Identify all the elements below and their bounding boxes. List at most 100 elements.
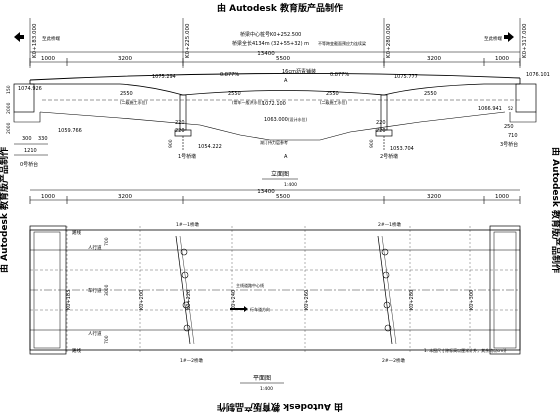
plan-pier-1 [175, 235, 191, 345]
deck-left-elev: 1074.926 [18, 86, 42, 92]
elev-total-span: 13400 [257, 51, 275, 57]
lane-label-2: 车行道 [88, 287, 102, 294]
right-dim-2: 710 [508, 133, 518, 139]
sec-mark-top: A [284, 78, 288, 84]
pier-top-2: 2#—1桥墩 [378, 221, 401, 228]
side-dim-52: 52 [508, 106, 514, 111]
plan-stake-4: K0+240 [231, 290, 237, 310]
pier-pile-8 [384, 324, 392, 332]
stake-end: K0+317.000 [522, 23, 528, 58]
plan-abutment-right [489, 225, 521, 355]
sec-mark-bottom: A [284, 154, 288, 160]
elev-dim-2: 3200 [118, 56, 132, 62]
pier-pile-5 [381, 248, 389, 256]
slope-right: 0.877% [330, 72, 349, 78]
pier-pile-7 [383, 301, 391, 309]
bridge-spec: 桥梁全长4134m (32+55+32) m [232, 40, 309, 47]
pier-pile-3 [182, 301, 190, 309]
foundation-left: 1054.222 [198, 144, 222, 150]
pier-label-2: 2号桥墩 [380, 153, 398, 160]
plan-stake-3: K0+220 [186, 290, 192, 310]
pier-bottom-2: 2#—2桥墩 [382, 357, 405, 364]
left-dim-2: 330 [38, 136, 48, 142]
pier-height-1: 220 [175, 120, 185, 126]
mid-label-3: (二级施工水位) [320, 99, 348, 105]
plan-centerline-label: 主线道路中心线 [236, 282, 264, 288]
deck-right-elev: 1076.101 [526, 72, 550, 78]
center-chainage: 桥梁中心桩号K0+252.500 [240, 31, 301, 38]
pier-width-1: 220 [175, 128, 185, 134]
watermark-top: 由 Autodesk 教育版产品制作 [217, 2, 343, 14]
foundation-mid: 湖汀持力层参考 [260, 139, 288, 145]
plan-side-dim-2: 3000 [104, 284, 110, 296]
left-side-dim-2: 2000 [6, 102, 12, 114]
plan-dim-4: 3200 [427, 194, 441, 200]
plan-side-dim-1: 700 [104, 237, 110, 246]
plan-dim-3: 5500 [276, 194, 290, 200]
plan-pier-2 [377, 235, 393, 345]
elevation-title: 立面图 [271, 170, 289, 178]
pier-pile-4 [183, 324, 191, 332]
left-side-dim-3: 2000 [6, 122, 12, 134]
deck-bottom [30, 83, 520, 96]
plan-left-label-2: 路线 [72, 347, 81, 354]
plan-stake-2: K0+200 [139, 290, 145, 310]
watermark-bottom: 由 Autodesk 教育版产品制作 [217, 401, 343, 413]
plan-scale: 1:400 [260, 386, 273, 392]
traffic-direction: 行车道方向 [250, 306, 270, 312]
pier-dim-4: 2550 [424, 91, 437, 97]
plan-dim-1: 1000 [41, 194, 55, 200]
elev-dim-3: 5500 [276, 56, 290, 62]
plan-stake-7: K0+300 [469, 290, 475, 310]
bed-elev: 1063.000 [264, 117, 288, 123]
watermark-right: 由 Autodesk 教育版产品制作 [550, 147, 560, 273]
pier-pile-1 [180, 248, 188, 256]
mid-label-1: (二级施工水位) [120, 99, 148, 105]
elev-dim-5: 1000 [495, 56, 509, 62]
right-dim-1: 250 [504, 124, 514, 130]
pier-pile-6 [382, 271, 390, 279]
lane-label-1: 人行道 [88, 244, 102, 251]
plan-title: 平面图 [253, 375, 271, 382]
plan-side-dim-3: 700 [104, 335, 110, 344]
pier-label-0: 0号桥台 [20, 161, 38, 168]
pier2-top-elev: 1075.777 [394, 74, 418, 80]
abutment-right [515, 83, 537, 113]
left-side-dim-1: 150 [6, 85, 12, 94]
watermark-left: 由 Autodesk 教育版产品制作 [0, 147, 10, 273]
pier-bottom-1: 1#—2桥墩 [180, 357, 203, 364]
plan-dim-2: 3200 [118, 194, 132, 200]
pier-dim-2: 2550 [228, 91, 241, 97]
plan-left-label-1: 路线 [72, 229, 81, 236]
pier-code-1: 900 [168, 139, 174, 148]
elev-dim-1: 1000 [41, 56, 55, 62]
pier-dim-3: 2550 [326, 91, 339, 97]
low-elev: 1059.766 [58, 128, 82, 134]
foundation-right: 1053.704 [390, 146, 414, 152]
pier-dim-1: 2550 [120, 91, 133, 97]
pier-width-2: 220 [376, 128, 386, 134]
mid-label-2: (常年一般洪水位) [232, 99, 264, 105]
left-arrow-icon [14, 32, 24, 42]
pier-height-2: 220 [376, 120, 386, 126]
pier-label-1: 1号桥墩 [178, 153, 196, 160]
slope-left: 0.877% [220, 72, 239, 78]
right-elev: 1066.941 [478, 106, 502, 112]
left-dim-1: 300 [22, 136, 32, 142]
to-left-label: 至此桥端 [42, 35, 60, 42]
stake-start: K0+183.000 [32, 23, 38, 58]
stake-pier1: K0+225.000 [185, 23, 191, 58]
plan-stake-1: K0+183 [66, 290, 72, 310]
span-note: 16cm沥青铺装 [282, 68, 316, 75]
elevation-scale: 1:400 [284, 182, 297, 188]
to-right-label: 至此桥端 [484, 35, 502, 42]
elevation-view: 1000 3200 5500 3200 1000 13400 桥梁中心桩号K0+… [6, 18, 550, 188]
right-arrow-icon [504, 32, 514, 42]
left-dim-3: 1210 [24, 148, 37, 154]
abutment-left [13, 83, 35, 113]
pier1-top-elev: 1075.294 [152, 74, 176, 80]
riverbed [39, 111, 506, 141]
pier-top-1: 1#—1桥墩 [176, 221, 199, 228]
plan-stake-5: K0+260 [304, 290, 310, 310]
